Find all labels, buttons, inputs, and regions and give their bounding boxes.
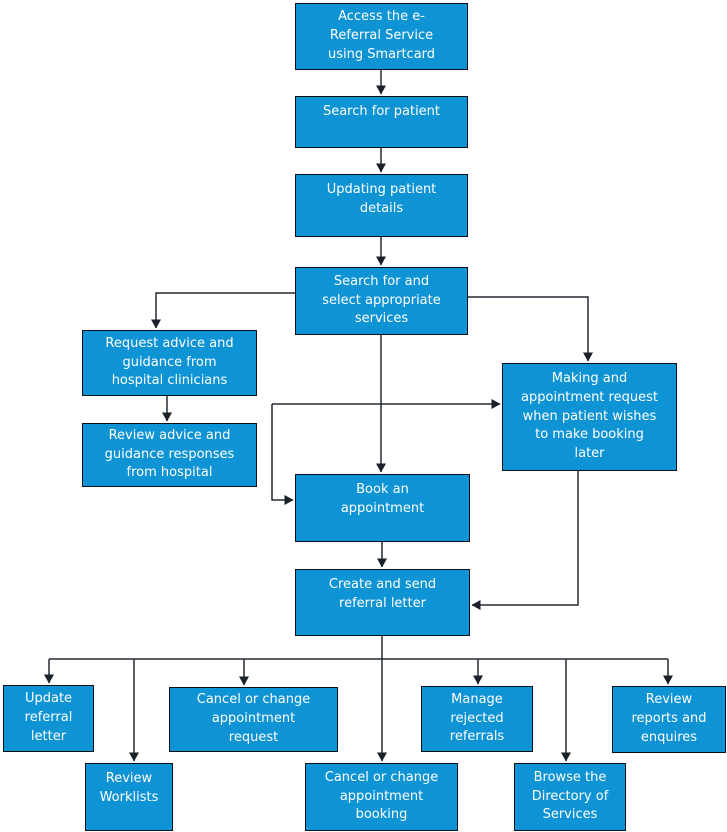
flow-node-manage-rejected-referrals: Manage rejected referrals	[421, 686, 533, 752]
flow-node-label: Search for patient	[322, 104, 441, 119]
edge-junction-to-book-appointment	[271, 404, 294, 505]
flow-node-label: Review advice and guidance responses fro…	[104, 427, 235, 481]
flow-node-search-patient: Search for patient	[295, 96, 468, 148]
flow-node-create-send-referral-letter: Create and send referral letter	[295, 569, 470, 636]
flow-node-label: Manage rejected referrals	[449, 691, 505, 745]
flow-node-request-advice: Request advice and guidance from hospita…	[82, 330, 257, 396]
flow-node-access-ereferral: Access the e- Referral Service using Sma…	[295, 3, 468, 70]
flow-node-label: Access the e- Referral Service using Sma…	[327, 9, 436, 62]
flow-node-label: Cancel or change appointment request	[196, 692, 311, 745]
flow-node-updating-patient-details: Updating patient details	[295, 174, 468, 237]
flow-node-label: Browse the Directory of Services	[531, 769, 609, 823]
flow-node-label: Review Worklists	[99, 771, 159, 805]
flow-node-label: Create and send referral letter	[328, 577, 437, 611]
flow-node-label: Cancel or change appointment booking	[324, 769, 439, 823]
edge-search-services-to-making-request	[468, 296, 593, 362]
flow-node-book-appointment: Book an appointment	[295, 474, 470, 542]
flow-node-label: Update referral letter	[24, 691, 73, 744]
flow-node-label: Review reports and enquires	[631, 692, 707, 745]
flow-node-label: Request advice and guidance from hospita…	[105, 335, 234, 389]
flow-node-making-appointment-request: Making and appointment request when pati…	[502, 363, 677, 471]
edge-search-services-to-request-advice	[151, 292, 295, 329]
flow-node-browse-directory-of-services: Browse the Directory of Services	[514, 763, 626, 831]
flow-node-update-referral-letter: Update referral letter	[3, 685, 94, 752]
flow-node-review-worklists: Review Worklists	[85, 763, 173, 831]
flow-node-review-advice: Review advice and guidance responses fro…	[82, 423, 257, 487]
flow-node-cancel-change-appointment-request: Cancel or change appointment request	[169, 687, 338, 752]
flow-node-label: Search for and select appropriate servic…	[322, 273, 441, 327]
flow-node-cancel-change-appointment-booking: Cancel or change appointment booking	[305, 763, 458, 831]
flow-node-search-select-services: Search for and select appropriate servic…	[295, 267, 468, 335]
flow-node-review-reports-enquires: Review reports and enquires	[612, 686, 726, 753]
edge-making-request-to-create-letter	[471, 471, 579, 610]
flow-node-label: Making and appointment request when pati…	[521, 370, 658, 462]
flow-node-label: Book an appointment	[340, 482, 425, 516]
flow-node-label: Updating patient details	[326, 182, 437, 216]
